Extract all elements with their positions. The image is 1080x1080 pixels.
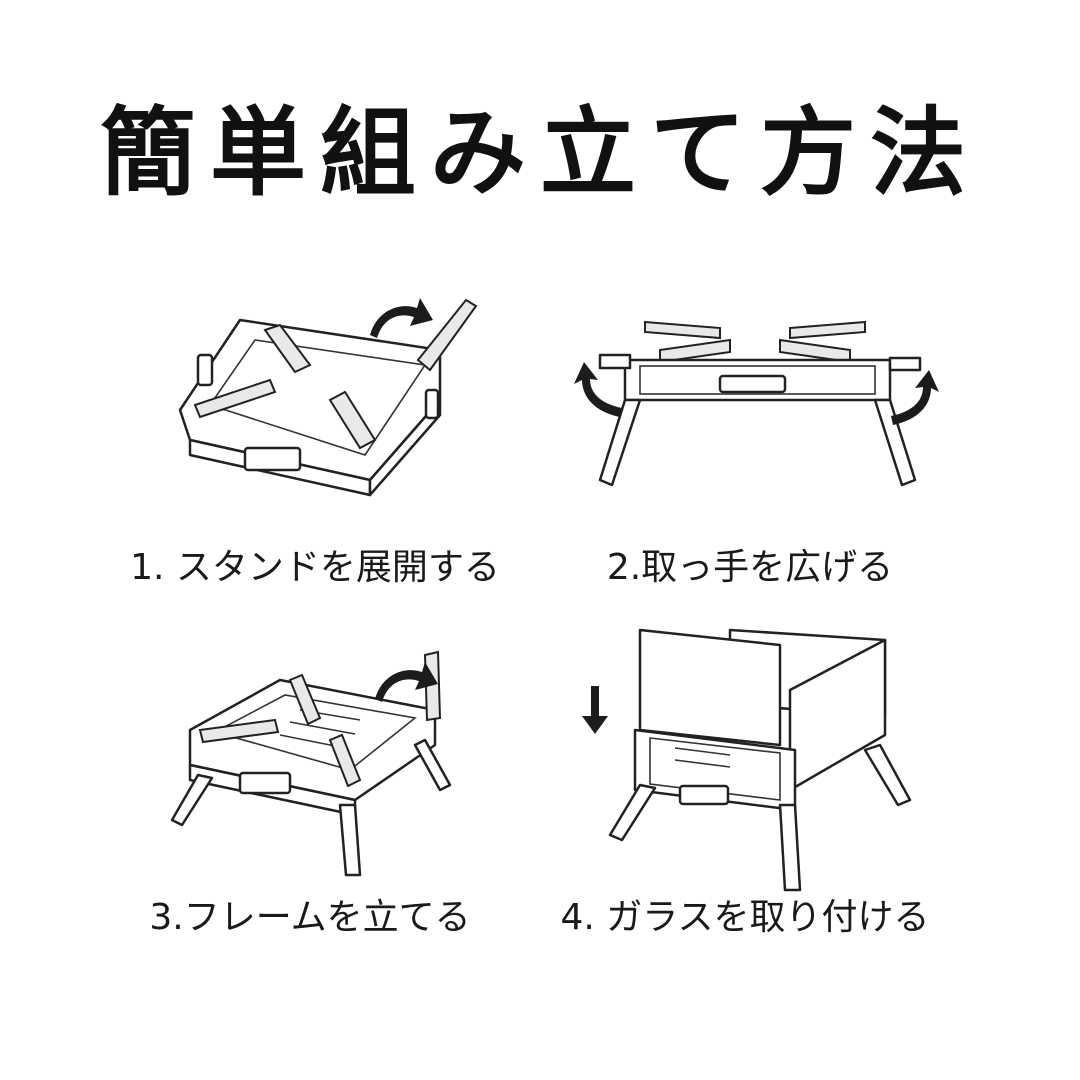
step-3-caption: 3.フレームを立てる bbox=[149, 897, 471, 938]
rotate-arrow-icon bbox=[375, 662, 438, 702]
step-3-illustration bbox=[170, 640, 640, 1000]
rotate-left-arrow-icon bbox=[574, 362, 622, 417]
extend-handles-drawing bbox=[598, 320, 922, 487]
rotate-right-arrow-icon bbox=[891, 370, 939, 425]
step-1-caption: 1. スタンドを展開する bbox=[130, 547, 500, 588]
rotate-arrow-icon bbox=[370, 298, 433, 338]
down-arrow-icon bbox=[582, 686, 608, 734]
step-4-caption: 4. ガラスを取り付ける bbox=[560, 897, 930, 938]
unfold-stand-drawing bbox=[178, 298, 478, 497]
step-4-illustration bbox=[580, 620, 1050, 980]
page-title: 簡単組み立て方法 bbox=[100, 97, 980, 209]
step-2-caption: 2.取っ手を広げる bbox=[606, 547, 894, 588]
step-1-illustration bbox=[170, 280, 640, 640]
raise-frame-drawing bbox=[170, 650, 452, 877]
step-2-illustration bbox=[570, 300, 1040, 660]
attach-glass-drawing bbox=[608, 628, 912, 892]
